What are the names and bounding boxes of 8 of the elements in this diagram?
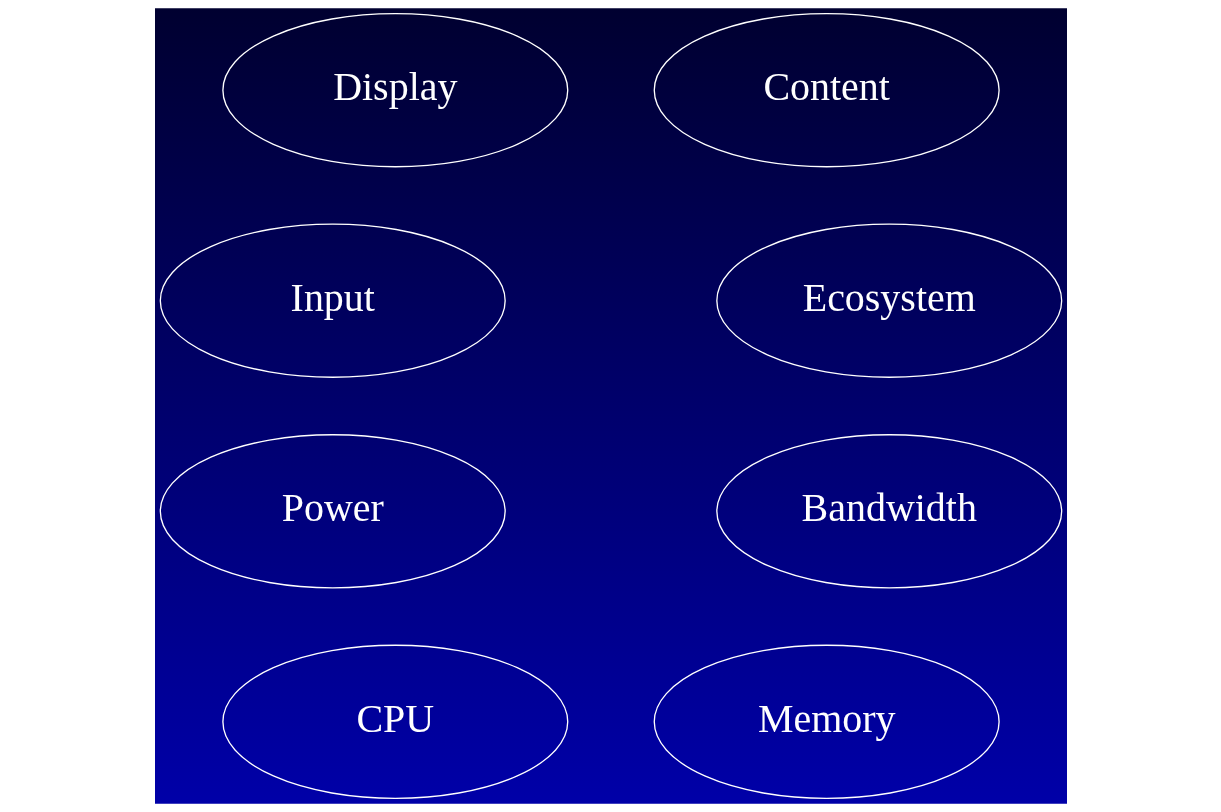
node-ellipse: Power [159,434,506,589]
node-ellipse: Content [653,12,1000,168]
node-ellipse: CPU [221,644,568,800]
node-ellipse: Display [221,12,568,168]
node-ellipse: Input [159,223,506,378]
node-ellipse: Memory [653,644,1000,800]
node-ellipse: Bandwidth [715,434,1062,589]
node-ellipse: Ecosystem [715,223,1062,378]
